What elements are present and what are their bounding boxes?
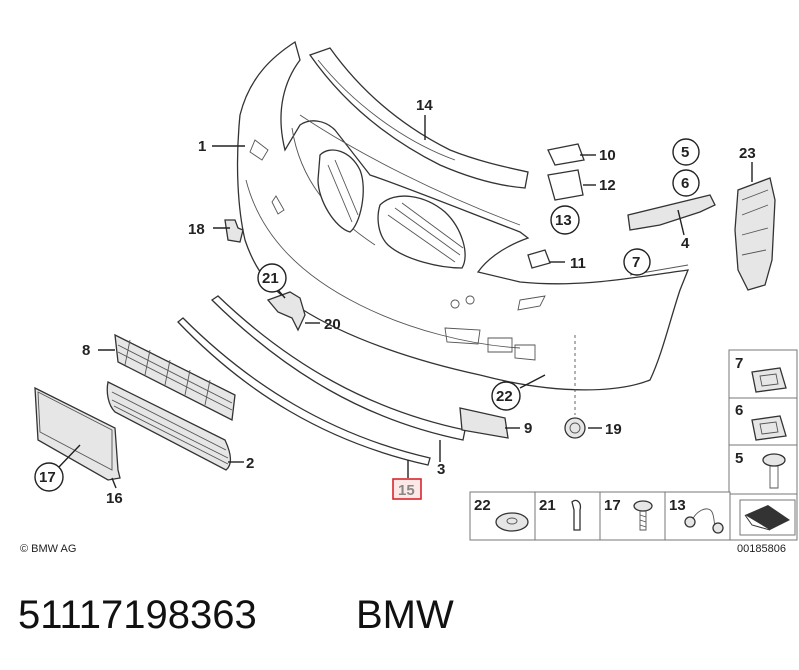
- side-legend: 7 6 5: [728, 349, 798, 541]
- grille-8: [114, 333, 236, 422]
- callout-11: 11: [570, 255, 586, 272]
- leader-lines: [57, 115, 753, 489]
- bracket-4: [627, 194, 716, 231]
- legend-bottom-21: 21: [539, 497, 556, 514]
- callout-22: 22: [496, 388, 513, 405]
- diagram-id: 00185806: [737, 543, 786, 555]
- callout-15: 15: [398, 482, 415, 499]
- bracket-18: [224, 219, 244, 243]
- callout-14: 14: [416, 97, 433, 114]
- brand: BMW: [356, 593, 454, 637]
- circled-callouts: 5 6 7 13 17 21 22: [34, 138, 700, 492]
- callout-18: 18: [188, 221, 205, 238]
- clip-10: [547, 143, 585, 166]
- callout-20: 20: [324, 316, 341, 333]
- callout-23: 23: [739, 145, 756, 162]
- sensor-19: [564, 335, 586, 439]
- legend-side-5: 5: [735, 450, 743, 467]
- legend-side-6: 6: [735, 402, 743, 419]
- callout-3: 3: [437, 461, 445, 478]
- cover-9: [459, 407, 509, 439]
- bumper-cover: [236, 40, 690, 391]
- legend-side-7: 7: [735, 355, 743, 372]
- callout-8: 8: [82, 342, 90, 359]
- callout-7: 7: [632, 254, 640, 271]
- cover-11: [527, 249, 551, 269]
- callout-21: 21: [262, 270, 279, 287]
- clip-12: [547, 169, 584, 201]
- callout-1: 1: [198, 138, 206, 155]
- callout-12: 12: [599, 177, 616, 194]
- legend-bottom-22: 22: [474, 497, 491, 514]
- callout-5: 5: [681, 144, 689, 161]
- trim-strips: [177, 295, 466, 466]
- callout-6: 6: [681, 175, 689, 192]
- part-number: 51117198363: [18, 593, 257, 637]
- callout-16: 16: [106, 490, 123, 507]
- legend-bottom-17: 17: [604, 497, 621, 514]
- callout-4: 4: [681, 235, 690, 252]
- callout-17: 17: [39, 469, 56, 486]
- upper-strip: [308, 47, 529, 189]
- license-bracket: [34, 386, 121, 481]
- bracket-20: [266, 291, 306, 332]
- legend-bottom-13: 13: [669, 497, 686, 514]
- callout-13: 13: [555, 212, 572, 229]
- callout-10: 10: [599, 147, 616, 164]
- callout-9: 9: [524, 420, 532, 437]
- highlight-15: 15: [392, 478, 422, 500]
- callout-2: 2: [246, 455, 254, 472]
- callouts: 1 2 3 4 8 9 10 11 12 14 16 18 19 20 23: [82, 97, 756, 507]
- bottom-legend: 22 21 17 13: [469, 491, 731, 541]
- copyright: © BMW AG: [20, 543, 76, 555]
- grille-2: [106, 381, 232, 471]
- callout-19: 19: [605, 421, 622, 438]
